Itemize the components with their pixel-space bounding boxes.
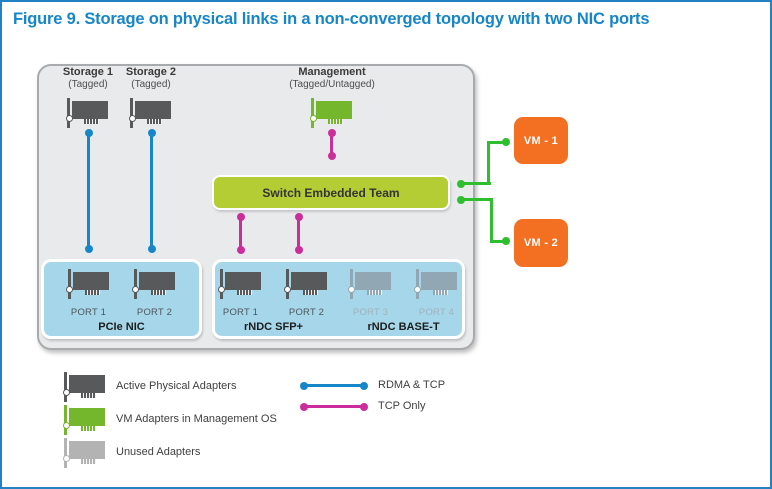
pcie-nic-label: PCIe NIC [98,321,145,333]
rndc-baset-port3-adapter-icon [348,269,392,299]
vm1-link-dot [502,138,510,146]
figure-title: Figure 9. Storage on physical links in a… [13,10,650,28]
rndc-sfp-port2-label: PORT 2 [288,307,325,318]
vm2-link-seg [461,198,493,201]
vm1-link-dot [457,180,465,188]
vm1-label: VM - 1 [523,134,559,147]
rndc-baset-port4: PORT 4 [409,269,465,318]
active-adapter-icon [62,372,106,402]
vm2-link-dot [457,196,465,204]
management-adapter-icon [309,98,353,128]
legend-active-adapter [62,372,106,407]
switch-embedded-team-label: Switch Embedded Team [262,185,400,200]
legend-tcp-label: TCP Only [378,400,426,412]
tcp-link-management [330,133,333,156]
vm2-label: VM - 2 [523,237,559,249]
rndc-sfp-port2-adapter-icon [284,269,328,299]
rndc-sfp-label: rNDC SFP+ [244,321,303,333]
storage1-group: Storage 1 (Tagged) [56,66,120,133]
vm1-link-seg [487,141,490,185]
rndc-baset-label: rNDC BASE-T [367,321,440,333]
management-label: Management [298,66,366,78]
rndc-sfp-port2: PORT 2 [279,269,335,318]
rndc-sfp-port1: PORT 1 [213,269,269,318]
legend-vm-adapter-label: VM Adapters in Management OS [116,413,277,425]
pcie-nic-box: PORT 1 PORT 2 PCIe NIC [41,259,202,339]
vm1-box: VM - 1 [514,117,568,164]
rndc-baset-group: PORT 3 PORT 4 rNDC BASE-T [343,262,465,333]
vm2-link-dot [502,237,510,245]
vm1-link-seg [461,182,491,185]
rndc-box: PORT 1 PORT 2 rNDC SFP+ PORT 3 PORT 4 [212,259,465,339]
legend-rdma-label: RDMA & TCP [378,379,446,391]
storage1-adapter-icon [65,98,109,128]
pcie-port1-label: PORT 1 [70,307,107,318]
unused-adapter-icon [62,438,106,468]
rndc-baset-port3-label: PORT 3 [352,307,389,318]
tcp-link-set-port2 [297,217,300,250]
legend-tcp-line [302,405,366,408]
legend-unused-adapter [62,438,106,473]
legend-unused-adapter-label: Unused Adapters [116,446,201,458]
storage2-group: Storage 2 (Tagged) [119,66,183,133]
pcie-port2-adapter-icon [132,269,176,299]
rndc-baset-port4-adapter-icon [414,269,458,299]
storage1-sublabel: (Tagged) [68,79,108,90]
rndc-sfp-group: PORT 1 PORT 2 rNDC SFP+ [213,262,335,333]
pcie-port2-label: PORT 2 [136,307,173,318]
pcie-port1: PORT 1 [61,269,117,318]
rndc-baset-port3: PORT 3 [343,269,399,318]
rndc-baset-port4-label: PORT 4 [418,307,455,318]
storage2-label: Storage 2 [125,66,177,78]
legend-rdma-line [302,384,366,387]
management-sublabel: (Tagged/Untagged) [289,79,375,90]
vm1-link-seg [488,141,507,144]
storage2-adapter-icon [128,98,172,128]
rdma-link-storage2 [150,133,153,249]
pcie-port2: PORT 2 [127,269,183,318]
storage1-label: Storage 1 [62,66,114,78]
storage2-sublabel: (Tagged) [131,79,171,90]
vm-adapter-icon [62,405,106,435]
tcp-link-set-port1 [239,217,242,250]
vm2-link-seg [491,240,507,243]
vm2-link-seg [490,198,493,243]
rdma-link-storage1 [87,133,90,249]
management-group: Management (Tagged/Untagged) [272,66,392,133]
rndc-sfp-port1-adapter-icon [218,269,262,299]
switch-embedded-team-box: Switch Embedded Team [212,175,450,210]
rndc-sfp-port1-label: PORT 1 [222,307,259,318]
pcie-port1-adapter-icon [66,269,110,299]
pcie-nic-group: PORT 1 PORT 2 PCIe NIC [61,262,183,333]
legend-vm-adapter [62,405,106,440]
vm2-box: VM - 2 [514,219,568,267]
legend-active-adapter-label: Active Physical Adapters [116,380,237,392]
